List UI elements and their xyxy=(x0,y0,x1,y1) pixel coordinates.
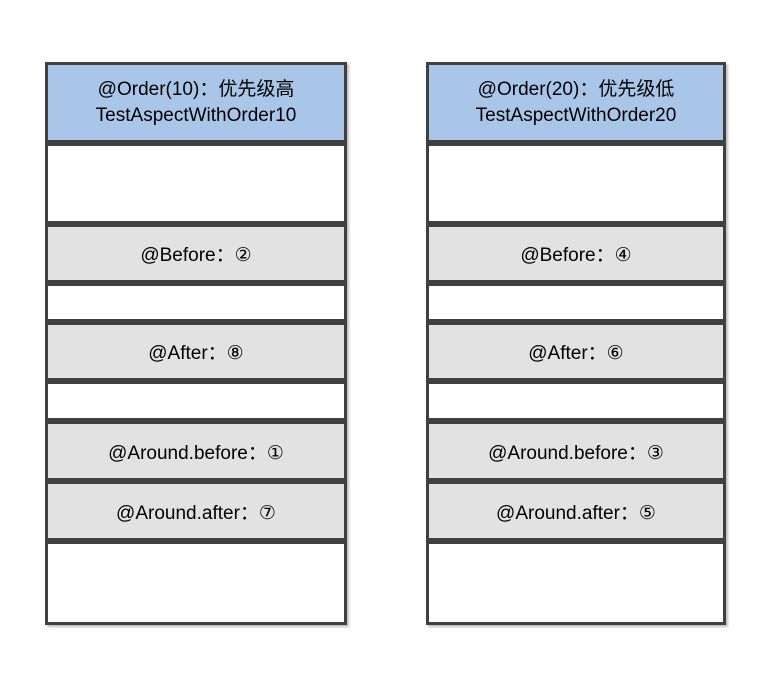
empty-row xyxy=(426,381,726,421)
header-class-line: TestAspectWithOrder10 xyxy=(95,104,297,126)
around-before-row: @Around.before：① xyxy=(45,421,347,481)
before-row: @Before：② xyxy=(45,224,347,283)
before-row: @Before：④ xyxy=(426,224,726,283)
after-row: @After：⑧ xyxy=(45,322,347,381)
after-row: @After：⑥ xyxy=(426,322,726,381)
header-order-line: @Order(20)：优先级低 xyxy=(477,78,675,100)
column-header-order20: @Order(20)：优先级低 TestAspectWithOrder20 xyxy=(426,62,726,143)
aspect-column-order10: @Order(10)：优先级高 TestAspectWithOrder10 @B… xyxy=(45,62,347,625)
empty-row xyxy=(45,381,347,421)
empty-row xyxy=(45,283,347,322)
around-after-row: @Around.after：⑦ xyxy=(45,481,347,541)
header-class-line: TestAspectWithOrder20 xyxy=(475,104,677,126)
around-before-row: @Around.before：③ xyxy=(426,421,726,481)
around-after-row: @Around.after：⑤ xyxy=(426,481,726,541)
empty-row xyxy=(426,283,726,322)
aspect-column-order20: @Order(20)：优先级低 TestAspectWithOrder20 @B… xyxy=(426,62,726,625)
empty-row xyxy=(45,541,347,625)
empty-row xyxy=(426,143,726,224)
column-header-order10: @Order(10)：优先级高 TestAspectWithOrder10 xyxy=(45,62,347,143)
empty-row xyxy=(45,143,347,224)
empty-row xyxy=(426,541,726,625)
header-order-line: @Order(10)：优先级高 xyxy=(97,78,295,100)
